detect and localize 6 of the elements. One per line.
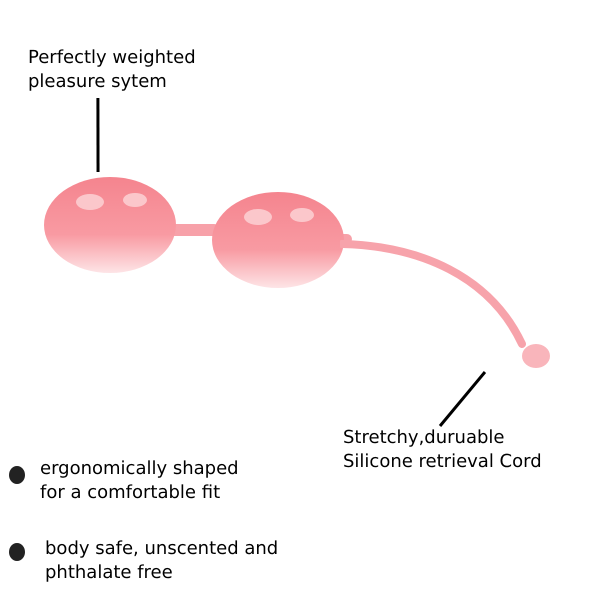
callout-text: Stretchy,duruable Silicone retrieval Cord: [343, 426, 565, 478]
feature-text: body safe, unscented and phthalate free: [45, 537, 280, 585]
leader-line: [96, 98, 100, 172]
feature-text: ergonomically shaped for a comfortable fit: [40, 457, 240, 505]
leader-line: [438, 371, 486, 427]
callout-text: Perfectly weighted pleasure sytem: [28, 46, 233, 98]
